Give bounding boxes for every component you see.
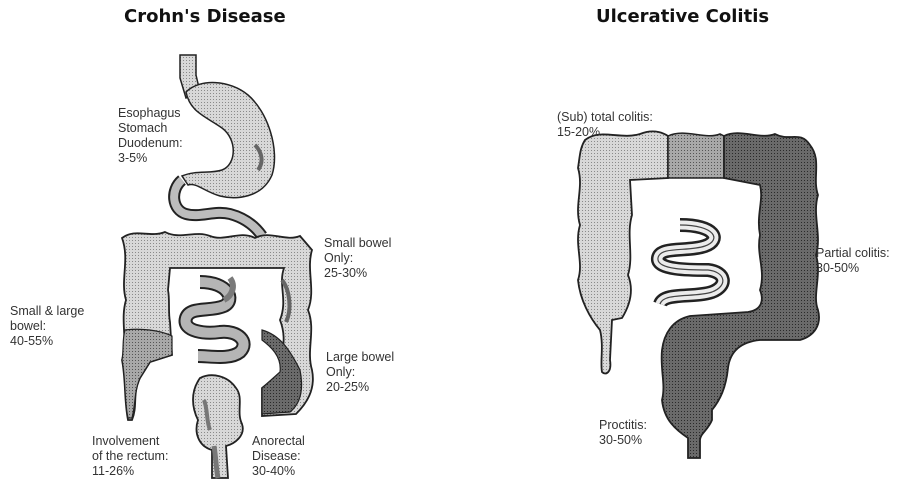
- label-upper-gi: Esophagus Stomach Duodenum: 3-5%: [118, 106, 183, 166]
- label-upper-gi-line-2: Stomach: [118, 121, 183, 136]
- label-total-colitis-line-1: (Sub) total colitis:: [557, 110, 653, 125]
- label-small-bowel: Small bowel Only: 25-30%: [324, 236, 391, 281]
- uc-medium-section: [668, 133, 724, 178]
- label-proctitis-line-1: Proctitis:: [599, 418, 647, 433]
- label-anorectal-pct: 30-40%: [252, 464, 305, 479]
- label-upper-gi-line-3: Duodenum:: [118, 136, 183, 151]
- label-small-bowel-pct: 25-30%: [324, 266, 391, 281]
- label-upper-gi-pct: 3-5%: [118, 151, 183, 166]
- crohns-title: Crohn's Disease: [124, 6, 286, 27]
- label-total-colitis: (Sub) total colitis: 15-20%: [557, 110, 653, 140]
- label-partial-colitis: Partial colitis: 30-50%: [816, 246, 890, 276]
- label-small-large-bowel: Small & large bowel: 40-55%: [10, 304, 84, 349]
- label-large-bowel-pct: 20-25%: [326, 380, 394, 395]
- small-intestine-coil: [186, 282, 244, 357]
- label-proctitis-pct: 30-50%: [599, 433, 647, 448]
- uc-title: Ulcerative Colitis: [596, 6, 769, 27]
- label-rectum: Involvement of the rectum: 11-26%: [92, 434, 168, 479]
- label-large-bowel: Large bowel Only: 20-25%: [326, 350, 394, 395]
- label-small-bowel-line-2: Only:: [324, 251, 391, 266]
- label-small-large-line-2: bowel:: [10, 319, 84, 334]
- label-rectum-pct: 11-26%: [92, 464, 168, 479]
- label-anorectal-line-2: Disease:: [252, 449, 305, 464]
- label-small-bowel-line-1: Small bowel: [324, 236, 391, 251]
- label-small-large-pct: 40-55%: [10, 334, 84, 349]
- label-partial-colitis-line-1: Partial colitis:: [816, 246, 890, 261]
- label-anorectal-line-1: Anorectal: [252, 434, 305, 449]
- label-partial-colitis-pct: 30-50%: [816, 261, 890, 276]
- label-large-bowel-line-2: Only:: [326, 365, 394, 380]
- label-total-colitis-pct: 15-20%: [557, 125, 653, 140]
- label-small-large-line-1: Small & large: [10, 304, 84, 319]
- label-large-bowel-line-1: Large bowel: [326, 350, 394, 365]
- label-rectum-line-2: of the rectum:: [92, 449, 168, 464]
- label-rectum-line-1: Involvement: [92, 434, 168, 449]
- label-anorectal: Anorectal Disease: 30-40%: [252, 434, 305, 479]
- label-upper-gi-line-1: Esophagus: [118, 106, 183, 121]
- label-proctitis: Proctitis: 30-50%: [599, 418, 647, 448]
- stomach-shape: [182, 83, 275, 198]
